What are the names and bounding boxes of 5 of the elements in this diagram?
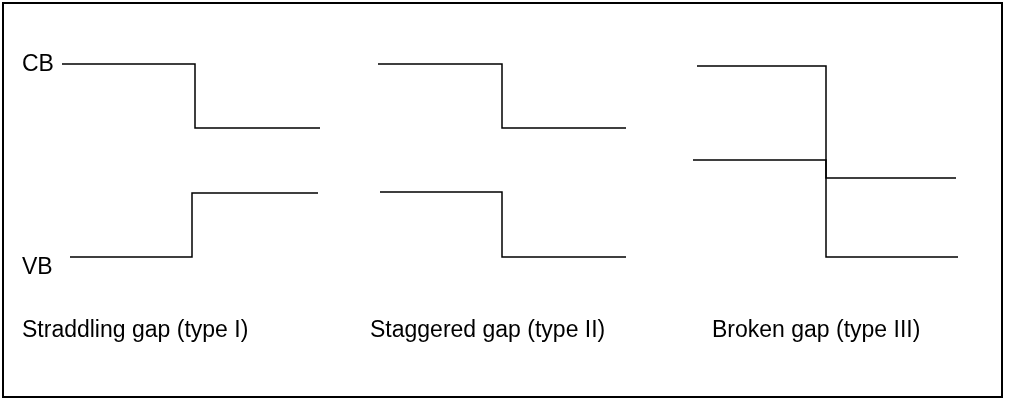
caption: Broken gap (type III) [712,318,921,341]
band-label: CB [22,52,54,75]
caption: Straddling gap (type I) [22,318,249,341]
caption: Staggered gap (type II) [370,318,606,341]
band-label: VB [22,255,53,278]
